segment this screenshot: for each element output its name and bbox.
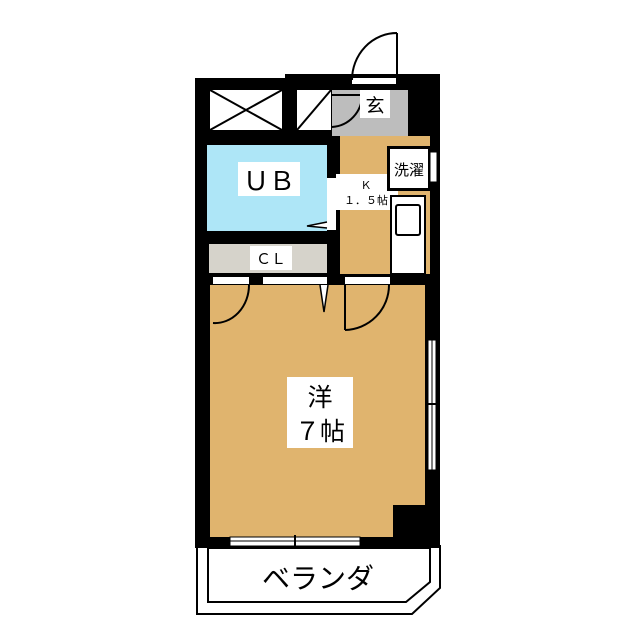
laundry-label: 洗濯	[394, 161, 424, 179]
balcony-label: ベランダ	[262, 562, 374, 595]
closet-label: ＣＬ	[256, 250, 286, 268]
bath-label: ＵＢ	[243, 167, 295, 197]
side-window	[426, 339, 438, 471]
kitchen-sink	[390, 195, 426, 275]
entrance-label: 玄	[365, 95, 384, 117]
shoe-storage	[296, 89, 332, 131]
unit-bath: ＵＢ	[207, 145, 336, 231]
closet-door[interactable]	[212, 284, 251, 325]
entrance-area: 玄	[331, 90, 408, 136]
room-door[interactable]	[344, 284, 390, 331]
room-size: ７帖	[295, 417, 345, 446]
kitchen-label: Ｋ	[361, 179, 372, 192]
room-label: 洋	[307, 383, 332, 412]
laundry-space: 洗濯	[387, 146, 438, 191]
storage-box	[209, 89, 283, 131]
balcony-window[interactable]	[229, 535, 361, 548]
kitchen-size: １．５帖	[344, 194, 388, 207]
entrance-door[interactable]	[351, 32, 398, 84]
closet: ＣＬ	[209, 244, 327, 273]
western-room: 洋 ７帖	[210, 284, 426, 538]
balcony: ベランダ	[196, 545, 441, 615]
